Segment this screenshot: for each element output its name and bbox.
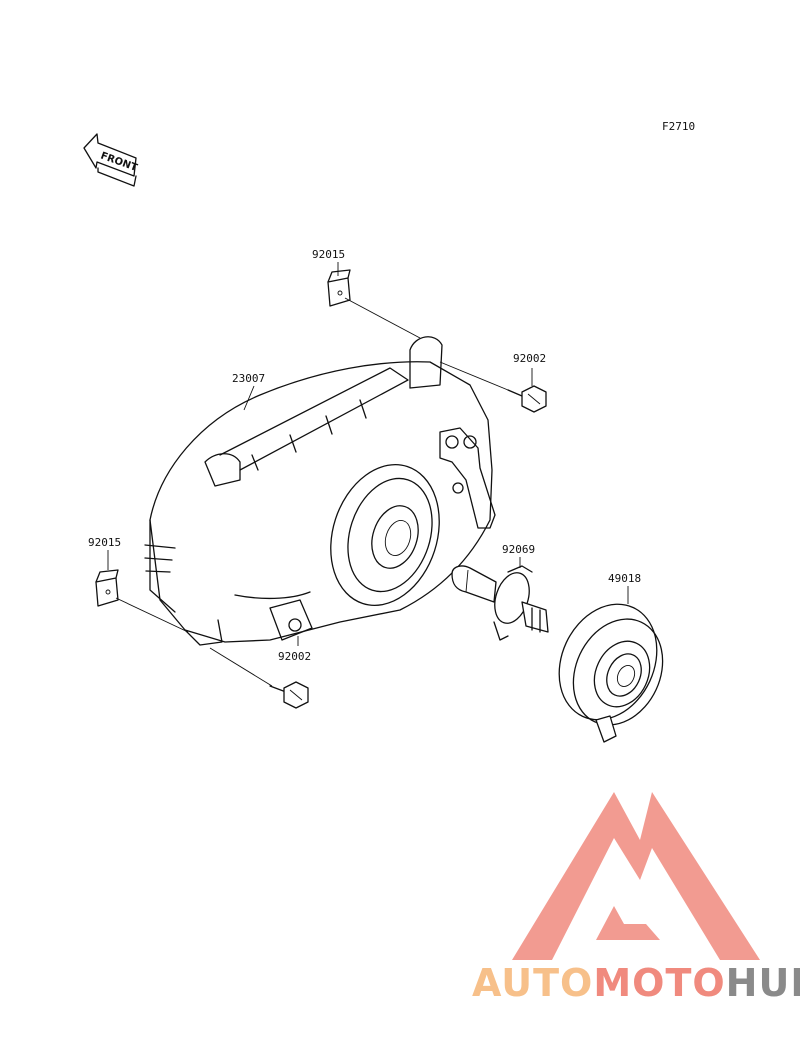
clip-nut-bottom [95,569,119,607]
bolt-top [507,385,547,413]
brand-wordmark: AUTOMOTOHUB [472,961,800,1005]
label-bolt-top: 92002 [513,352,546,365]
front-arrow-icon: FRONT [83,133,139,187]
automotohub-logo [512,792,760,960]
bolt-bottom [269,681,309,709]
label-clip-nut-top: 92015 [312,248,345,261]
brand-part-hub: HUB [726,961,800,1005]
brand-part-moto: MOTO [593,961,725,1005]
brand-part-auto: AUTO [472,961,593,1005]
label-headlight-unit: 23007 [232,372,265,385]
bulb [451,565,549,641]
socket-cap [558,603,664,743]
figure-code: F2710 [662,120,695,133]
label-socket-cap: 49018 [608,572,641,585]
label-clip-nut-bottom: 92015 [88,536,121,549]
clip-nut-top [327,269,351,307]
headlight-housing [144,336,496,646]
label-bolt-bottom: 92002 [278,650,311,663]
label-bulb: 92069 [502,543,535,556]
